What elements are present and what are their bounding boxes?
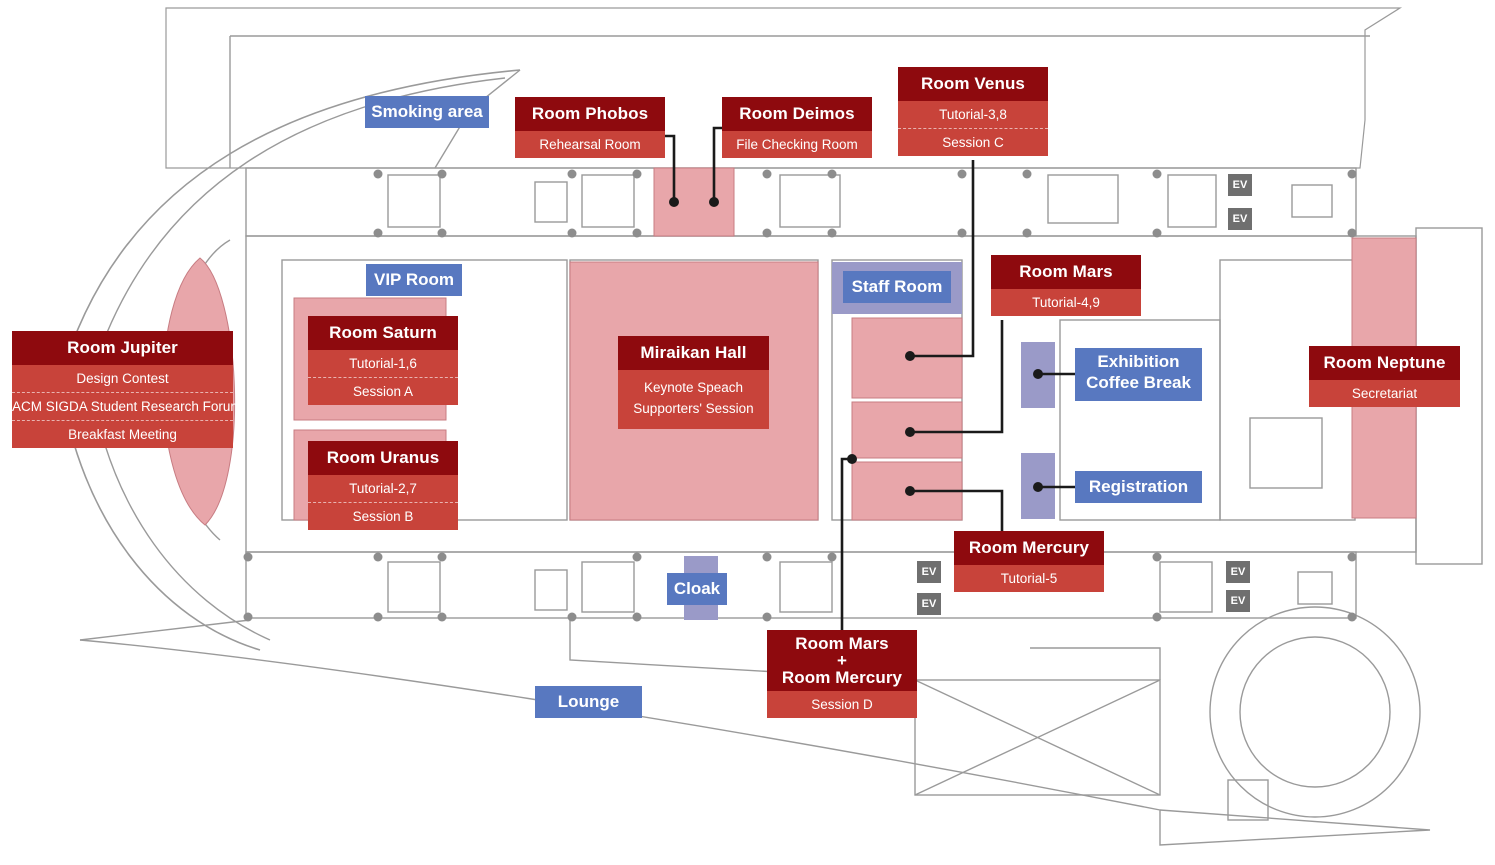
elevator-icon: EV xyxy=(1226,590,1250,612)
room-detail: Keynote Speach Supporters' Session xyxy=(633,380,754,416)
room-title: Room Mars xyxy=(991,255,1141,289)
room-mars-label[interactable]: Room Mars Tutorial-4,9 xyxy=(991,255,1141,316)
elevator-icon: EV xyxy=(1226,561,1250,583)
room-phobos-label[interactable]: Room Phobos Rehearsal Room xyxy=(515,97,665,158)
room-detail: Tutorial-5 xyxy=(1000,571,1058,586)
room-detail: Secretariat xyxy=(1351,386,1418,401)
room-detail: Session A xyxy=(308,377,458,405)
room-detail: Session D xyxy=(811,697,873,712)
elevator-icon: EV xyxy=(1228,174,1252,196)
room-title: Room Phobos xyxy=(515,97,665,131)
smoking-area-label[interactable]: Smoking area xyxy=(365,96,489,128)
room-title: Room Uranus xyxy=(308,441,458,475)
room-title: Miraikan Hall xyxy=(618,336,769,370)
registration-label[interactable]: Registration xyxy=(1075,471,1202,503)
room-detail: Session B xyxy=(308,502,458,530)
room-detail: Rehearsal Room xyxy=(539,137,641,152)
room-detail: ACM SIGDA Student Research Forum xyxy=(12,392,242,420)
room-title: Room Mercury xyxy=(954,531,1104,565)
lounge-label[interactable]: Lounge xyxy=(535,686,642,718)
room-title: Room Venus xyxy=(898,67,1048,101)
room-title: Room Neptune xyxy=(1309,346,1460,380)
room-title: Room Saturn xyxy=(308,316,458,350)
room-mars-mercury-label[interactable]: Room Mars + Room Mercury Session D xyxy=(767,630,917,718)
room-venus-label[interactable]: Room Venus Tutorial-3,8 Session C xyxy=(898,67,1048,156)
room-saturn-label[interactable]: Room Saturn Tutorial-1,6 Session A xyxy=(308,316,458,405)
staff-room-label[interactable]: Staff Room xyxy=(843,271,951,303)
vip-room-label[interactable]: VIP Room xyxy=(366,264,462,296)
room-mercury-label[interactable]: Room Mercury Tutorial-5 xyxy=(954,531,1104,592)
connector-dots xyxy=(669,197,1043,496)
elevator-icon: EV xyxy=(917,561,941,583)
room-detail: Design Contest xyxy=(76,371,169,386)
room-jupiter-label[interactable]: Room Jupiter Design Contest ACM SIGDA St… xyxy=(12,331,242,448)
room-detail: Tutorial-2,7 xyxy=(349,481,417,496)
room-detail: Tutorial-3,8 xyxy=(939,107,1007,122)
room-title: Room Deimos xyxy=(722,97,872,131)
room-detail: Tutorial-1,6 xyxy=(349,356,417,371)
cloak-label[interactable]: Cloak xyxy=(667,573,727,605)
room-deimos-label[interactable]: Room Deimos File Checking Room xyxy=(722,97,872,158)
room-detail: Breakfast Meeting xyxy=(12,420,233,448)
room-detail: File Checking Room xyxy=(736,137,858,152)
room-uranus-label[interactable]: Room Uranus Tutorial-2,7 Session B xyxy=(308,441,458,530)
room-title: Room Jupiter xyxy=(12,331,233,365)
room-detail: Tutorial-4,9 xyxy=(1032,295,1100,310)
elevator-icon: EV xyxy=(917,593,941,615)
columns xyxy=(243,169,1357,622)
miraikan-hall-label[interactable]: Miraikan Hall Keynote Speach Supporters'… xyxy=(618,336,769,429)
elevator-icon: EV xyxy=(1228,208,1252,230)
exhibition-coffee-break-label[interactable]: Exhibition Coffee Break xyxy=(1075,348,1202,401)
room-detail: Session C xyxy=(898,128,1048,156)
room-title: Room Mars + Room Mercury xyxy=(767,630,917,691)
room-neptune-label[interactable]: Room Neptune Secretariat xyxy=(1309,346,1460,407)
